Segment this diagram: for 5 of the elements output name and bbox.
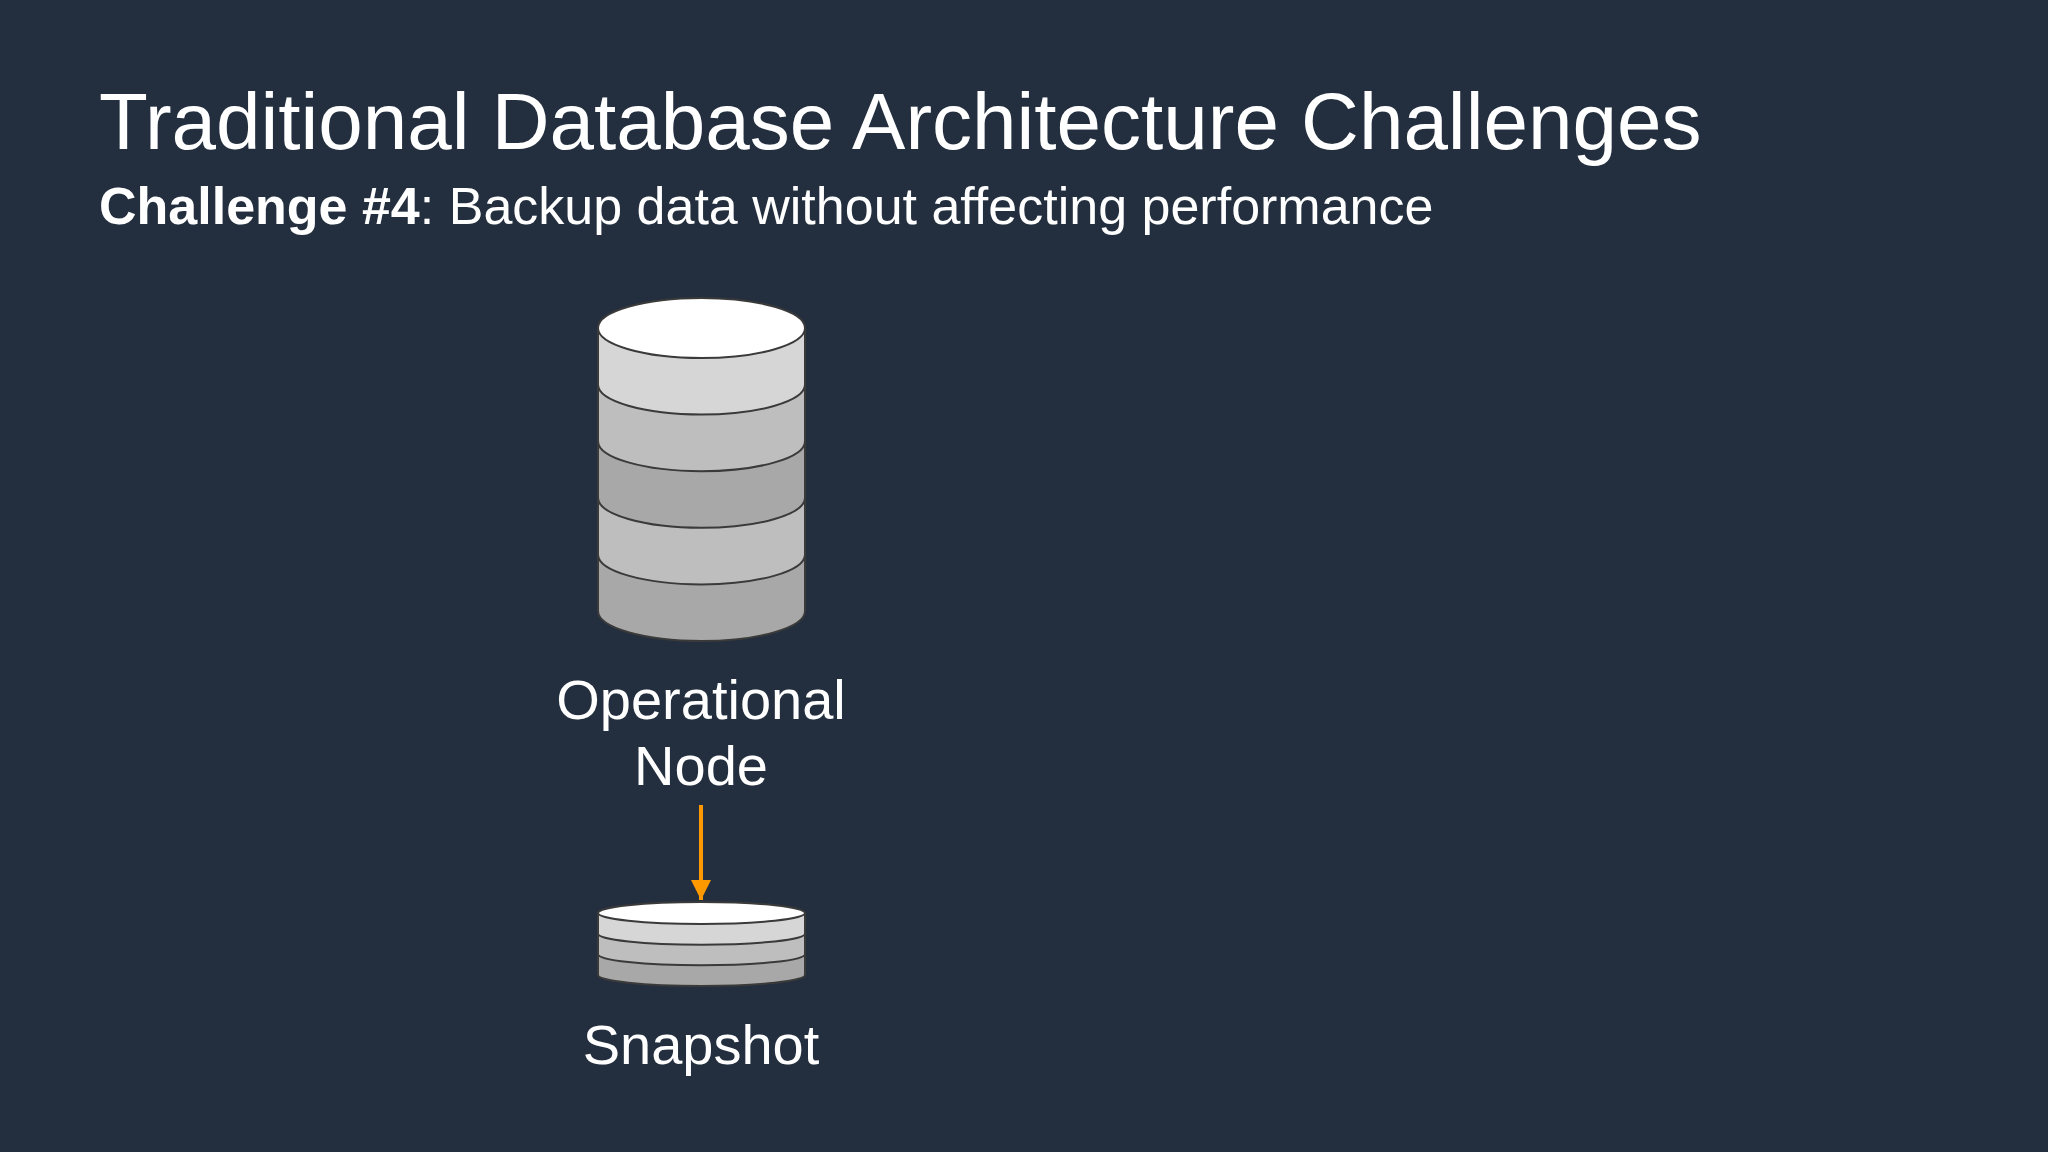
slide-title: Traditional Database Architecture Challenges <box>99 76 1702 168</box>
slide-subtitle: Challenge #4: Backup data without affecting performance <box>99 176 1434 237</box>
node-label: Snapshot <box>582 1012 820 1078</box>
node-label: Operational Node <box>555 667 847 799</box>
arrow <box>691 805 711 900</box>
